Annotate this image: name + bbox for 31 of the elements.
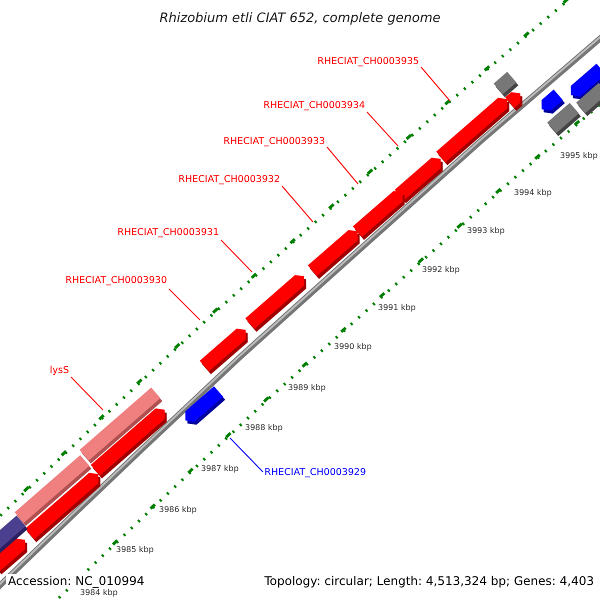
leader-line	[366, 112, 398, 146]
scale-label: 3993 kbp	[467, 226, 505, 236]
leader-line	[420, 66, 450, 102]
gene-label: RHECIAT_CH0003931	[117, 227, 219, 239]
scale-label: 3995 kbp	[560, 151, 598, 161]
scale-label: 3992 kbp	[422, 265, 460, 275]
leader-line	[326, 146, 358, 184]
scale-label: 3985 kbp	[116, 545, 154, 555]
gene-label: RHECIAT_CH0003929	[264, 467, 366, 479]
gene-label: RHECIAT_CH0003934	[263, 100, 365, 112]
gene-label: lysS	[50, 365, 69, 377]
scale-label: 3991 kbp	[378, 303, 416, 313]
gene-label: RHECIAT_CH0003933	[223, 136, 325, 148]
leader-line	[168, 288, 200, 320]
gene-label: RHECIAT_CH0003930	[65, 275, 167, 287]
scale-label: 3984 kbp	[80, 588, 118, 598]
scale-label: 3986 kbp	[159, 505, 197, 515]
scale-label: 3990 kbp	[334, 342, 372, 352]
gene-label: RHECIAT_CH0003932	[178, 174, 280, 186]
leader-line	[220, 240, 252, 272]
gene-label: RHECIAT_CH0003935	[317, 56, 419, 68]
scale-label: 3988 kbp	[245, 423, 283, 433]
leader-line	[70, 376, 104, 410]
leader-line	[282, 186, 314, 222]
accession-note: Accession: NC_010994	[6, 574, 146, 588]
scale-label: 3987 kbp	[201, 464, 239, 474]
scale-label: 3994 kbp	[514, 188, 552, 198]
leader-line	[230, 438, 264, 472]
scale-label: 3989 kbp	[288, 383, 326, 393]
genome-stats-note: Topology: circular; Length: 4,513,324 bp; Genes: 4,403	[262, 574, 596, 588]
map-title: Rhizobium etli CIAT 652, complete genome	[160, 10, 440, 28]
